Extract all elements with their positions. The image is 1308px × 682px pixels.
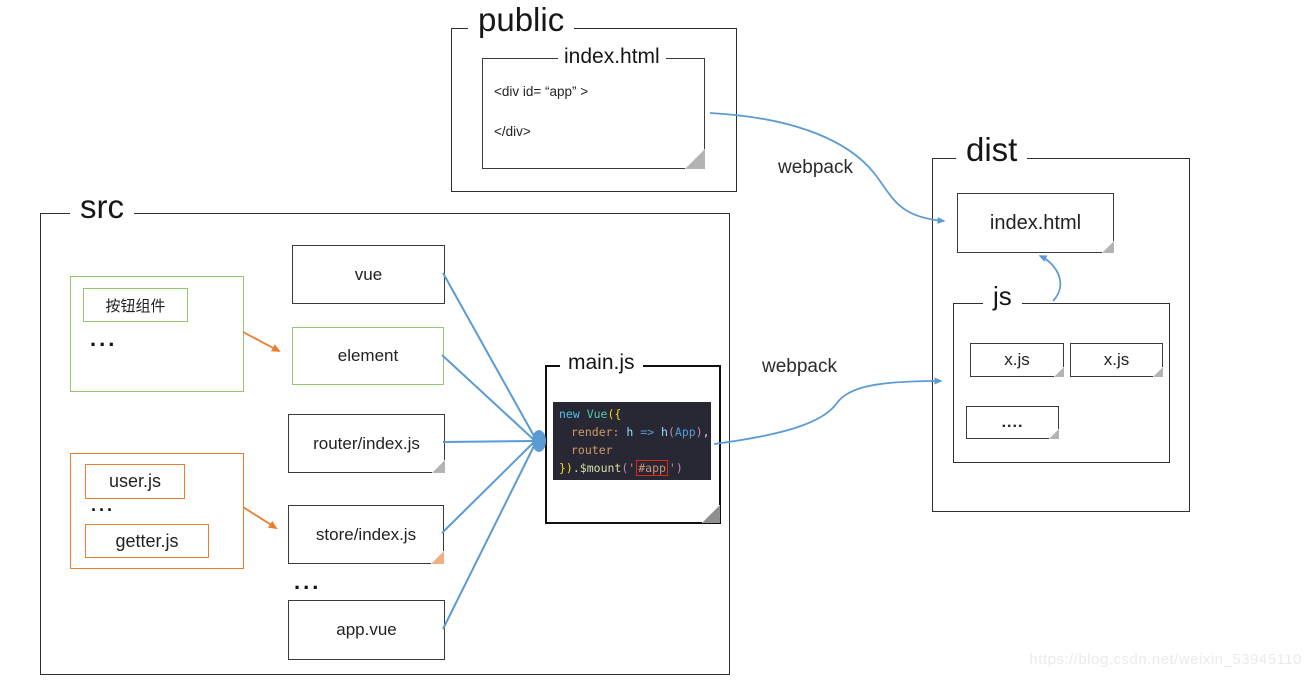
- user-js-label: user.js: [108, 471, 162, 491]
- code-line-4: }).$mount('#app'): [559, 459, 711, 477]
- src-files-ellipsis: ...: [294, 569, 322, 594]
- button-component-label: 按钮组件: [105, 297, 166, 315]
- code-line-2: render: h => h(App),: [559, 423, 711, 441]
- code-token: render:: [571, 425, 627, 439]
- page-fold-icon: [1102, 241, 1114, 253]
- js-folder-box: [953, 303, 1170, 463]
- router-index-js-note: router/index.js: [288, 414, 445, 473]
- components-ellipsis: ...: [90, 326, 118, 351]
- code-token: ({: [607, 407, 622, 421]
- code-token: (: [621, 461, 629, 475]
- app-vue-label: app.vue: [336, 620, 397, 639]
- modules-ellipsis: ...: [91, 495, 116, 515]
- getter-js-label: getter.js: [115, 530, 179, 551]
- page-fold-icon: [702, 505, 720, 523]
- dist-index-html-note: index.html: [957, 193, 1114, 253]
- store-index-js-note: store/index.js: [288, 505, 444, 564]
- element-label: element: [337, 346, 399, 365]
- x-js-label-1: x.js: [1004, 350, 1030, 369]
- x-js-note-1: x.js: [970, 343, 1064, 377]
- page-fold-icon: [432, 460, 445, 473]
- user-js-box: user.js: [85, 464, 185, 499]
- code-token: router: [571, 443, 613, 457]
- vue-box: vue: [292, 245, 445, 304]
- code-token: ): [695, 425, 703, 439]
- app-selector-highlight: #app: [636, 460, 668, 476]
- router-index-js-label: router/index.js: [313, 433, 420, 453]
- page-fold-icon: [1153, 367, 1163, 377]
- code-token: ,: [702, 425, 710, 439]
- dist-folder-title: dist: [956, 132, 1028, 168]
- vue-label: vue: [354, 264, 383, 284]
- store-index-js-label: store/index.js: [315, 524, 417, 544]
- html-snippet-div-close: </div>: [494, 124, 531, 139]
- js-folder-title: js: [983, 282, 1022, 311]
- more-js-files-note: ....: [966, 406, 1059, 439]
- getter-js-box: getter.js: [85, 524, 209, 558]
- public-folder-title: public: [468, 2, 575, 38]
- watermark-text: https://blog.csdn.net/weixin_53945110: [1029, 651, 1302, 668]
- x-js-note-2: x.js: [1070, 343, 1163, 377]
- code-token: }): [559, 461, 573, 475]
- code-token: new: [559, 407, 587, 421]
- public-folder-box: [451, 28, 737, 192]
- code-token: Vue: [586, 407, 608, 421]
- html-snippet-div-open: <div id= “app” >: [494, 84, 589, 99]
- code-token: =>: [640, 425, 662, 439]
- x-js-label-2: x.js: [1103, 350, 1130, 369]
- more-js-files-label: ....: [1001, 413, 1024, 431]
- code-token: $mount: [579, 461, 622, 475]
- app-vue-box: app.vue: [288, 600, 445, 660]
- page-fold-icon: [1054, 367, 1064, 377]
- code-token: ): [675, 461, 683, 475]
- code-token: h: [661, 425, 668, 439]
- public-index-html-note: [482, 58, 705, 169]
- button-component-box: 按钮组件: [83, 288, 188, 322]
- dist-folder-box: [932, 158, 1190, 512]
- code-token: ': [628, 461, 636, 475]
- webpack-label-bottom: webpack: [762, 356, 837, 377]
- webpack-arrow-mainjs-to-js: [713, 377, 943, 445]
- code-token: .: [572, 461, 580, 475]
- public-index-html-title: index.html: [558, 45, 666, 69]
- webpack-label-top: webpack: [778, 157, 853, 178]
- main-js-code-block: new Vue({ render: h => h(App), router })…: [553, 402, 711, 480]
- code-token: (: [667, 425, 675, 439]
- main-js-title: main.js: [560, 351, 643, 375]
- page-fold-icon: [685, 149, 705, 169]
- page-fold-icon: [1049, 429, 1059, 439]
- code-token: h: [626, 425, 641, 439]
- code-token: App: [674, 425, 696, 439]
- code-line-3: router: [559, 441, 711, 459]
- code-token: ': [668, 461, 676, 475]
- dist-index-html-label: index.html: [989, 211, 1082, 234]
- page-fold-icon: [431, 551, 444, 564]
- code-line-1: new Vue({: [559, 405, 711, 423]
- element-box: element: [292, 327, 444, 385]
- src-folder-title: src: [70, 189, 134, 225]
